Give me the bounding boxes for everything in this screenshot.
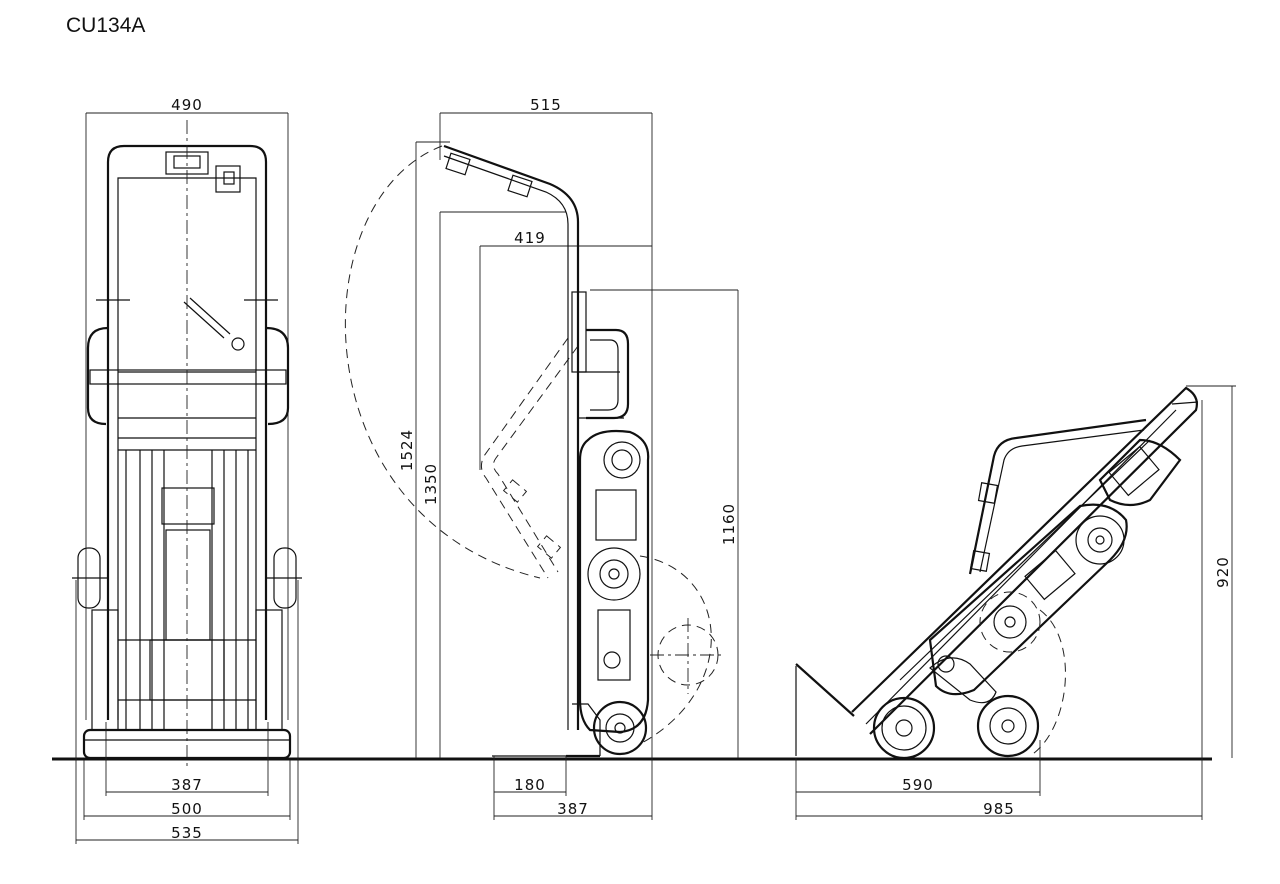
front-top-width-label: 490 <box>171 96 203 114</box>
tilted-wheelbase-label: 590 <box>902 776 934 794</box>
side-height-folded-label: 1160 <box>720 503 738 545</box>
front-overall-width-label: 535 <box>171 824 203 842</box>
front-track-inner-label: 387 <box>171 776 203 794</box>
tilted-height-label: 920 <box>1214 556 1232 588</box>
drawing-title: CU134A <box>66 14 146 37</box>
side-view: 515 1524 1350 419 1160 <box>344 96 739 820</box>
front-view: 490 <box>72 96 302 844</box>
front-base-width-label: 500 <box>171 800 203 818</box>
side-folded-depth-label: 419 <box>514 229 546 247</box>
tilted-view: 920 <box>795 385 1236 820</box>
side-base-depth-label: 387 <box>557 800 589 818</box>
side-height-handle-label: 1350 <box>422 463 440 505</box>
tilted-overall-length-label: 985 <box>983 800 1015 818</box>
side-foot-depth-label: 180 <box>514 776 546 794</box>
side-height-extended-label: 1524 <box>398 429 416 471</box>
side-handle-depth-label: 515 <box>530 96 562 114</box>
